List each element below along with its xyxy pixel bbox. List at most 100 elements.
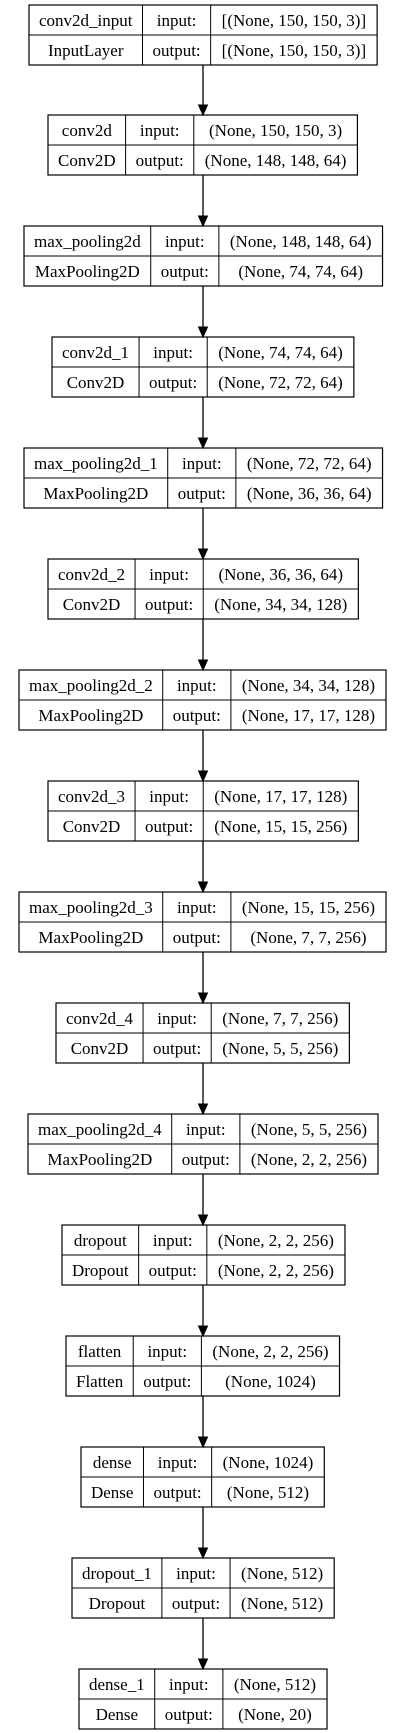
output-shape: (None, 7, 7, 256) [250,928,366,947]
layer-type: MaxPooling2D [43,484,148,503]
layer-node-max_pooling2d_1: max_pooling2d_1MaxPooling2Dinput:output:… [23,447,384,509]
layer-type: MaxPooling2D [38,928,143,947]
edge-arrow [197,1285,209,1338]
output-shape: (None, 36, 36, 64) [247,484,372,503]
layer-type: Dense [96,1705,138,1724]
layer-node-max_pooling2d_4: max_pooling2d_4MaxPooling2Dinput:output:… [27,1113,379,1175]
output-label: output: [172,1594,220,1613]
layer-type: InputLayer [48,41,124,60]
edge-arrow [197,730,209,783]
layer-type: Conv2D [71,1039,129,1058]
input-shape: (None, 7, 7, 256) [222,1009,338,1028]
output-shape: (None, 72, 72, 64) [218,373,343,392]
edge-arrow [197,1174,209,1227]
output-shape: (None, 512) [227,1483,309,1502]
edge-arrow [197,1507,209,1560]
layer-name: max_pooling2d_1 [34,454,158,473]
layer-type: Conv2D [67,373,125,392]
output-label: output: [182,1150,230,1169]
output-shape: (None, 2, 2, 256) [251,1150,367,1169]
input-shape: (None, 36, 36, 64) [218,565,343,584]
output-shape: (None, 17, 17, 128) [242,706,375,725]
input-shape: (None, 512) [234,1675,316,1694]
output-shape: (None, 148, 148, 64) [205,151,347,170]
layer-type: Dropout [72,1261,129,1280]
input-shape: (None, 72, 72, 64) [247,454,372,473]
input-shape: (None, 15, 15, 256) [242,898,375,917]
input-shape: (None, 512) [241,1564,323,1583]
input-label: input: [165,232,205,251]
layer-type: MaxPooling2D [47,1150,152,1169]
output-label: output: [152,41,200,60]
input-shape: (None, 5, 5, 256) [251,1120,367,1139]
layer-name: conv2d_4 [66,1009,134,1028]
output-shape: (None, 74, 74, 64) [238,262,363,281]
output-label: output: [165,1705,213,1724]
input-label: input: [147,1342,187,1361]
input-label: input: [153,1231,193,1250]
output-label: output: [161,262,209,281]
layer-name: conv2d_3 [58,787,125,806]
layer-type: Flatten [76,1372,124,1391]
output-label: output: [149,373,197,392]
input-label: input: [140,121,180,140]
input-shape: (None, 2, 2, 256) [212,1342,328,1361]
input-label: input: [176,1564,216,1583]
input-shape: (None, 34, 34, 128) [242,676,375,695]
input-shape: (None, 2, 2, 256) [218,1231,334,1250]
edge-arrow [197,619,209,672]
layer-name: dense [93,1453,132,1472]
edge-arrow [197,1618,209,1671]
layer-node-max_pooling2d_3: max_pooling2d_3MaxPooling2Dinput:output:… [18,891,387,953]
layer-type: Conv2D [63,595,121,614]
layer-name: max_pooling2d_2 [29,676,153,695]
output-label: output: [173,706,221,725]
input-label: input: [149,565,189,584]
output-label: output: [178,484,226,503]
output-shape: (None, 2, 2, 256) [218,1261,334,1280]
layer-type: Conv2D [58,151,116,170]
layer-node-conv2d_input: conv2d_inputInputLayerinput:output:[(Non… [28,4,378,66]
output-shape: (None, 34, 34, 128) [214,595,347,614]
input-label: input: [157,11,197,30]
output-label: output: [149,1261,197,1280]
edge-arrow [197,952,209,1005]
output-shape: (None, 15, 15, 256) [214,817,347,836]
input-label: input: [177,898,217,917]
edge-arrow [197,841,209,894]
input-shape: (None, 150, 150, 3) [209,121,342,140]
layer-name: max_pooling2d_4 [38,1120,162,1139]
input-label: input: [149,787,189,806]
layer-type: Conv2D [63,817,121,836]
output-shape: [(None, 150, 150, 3)] [222,41,366,60]
input-shape: (None, 1024) [223,1453,314,1472]
edge-arrow [197,397,209,450]
edge-arrow [197,1063,209,1116]
output-label: output: [153,1483,201,1502]
edge-arrow [197,286,209,339]
input-shape: (None, 74, 74, 64) [218,343,343,362]
input-label: input: [153,343,193,362]
layer-name: dropout_1 [82,1564,152,1583]
input-shape: (None, 17, 17, 128) [214,787,347,806]
edge-arrow [197,508,209,561]
input-label: input: [169,1675,209,1694]
layer-type: MaxPooling2D [35,262,140,281]
input-label: input: [158,1453,198,1472]
layer-name: conv2d_2 [58,565,125,584]
layer-node-max_pooling2d: max_pooling2dMaxPooling2Dinput:output:(N… [23,225,384,287]
input-label: input: [177,676,217,695]
layer-name: dropout [74,1231,127,1250]
layer-name: max_pooling2d_3 [29,898,153,917]
output-label: output: [145,595,193,614]
output-label: output: [136,151,184,170]
layer-type: Dropout [89,1594,146,1613]
